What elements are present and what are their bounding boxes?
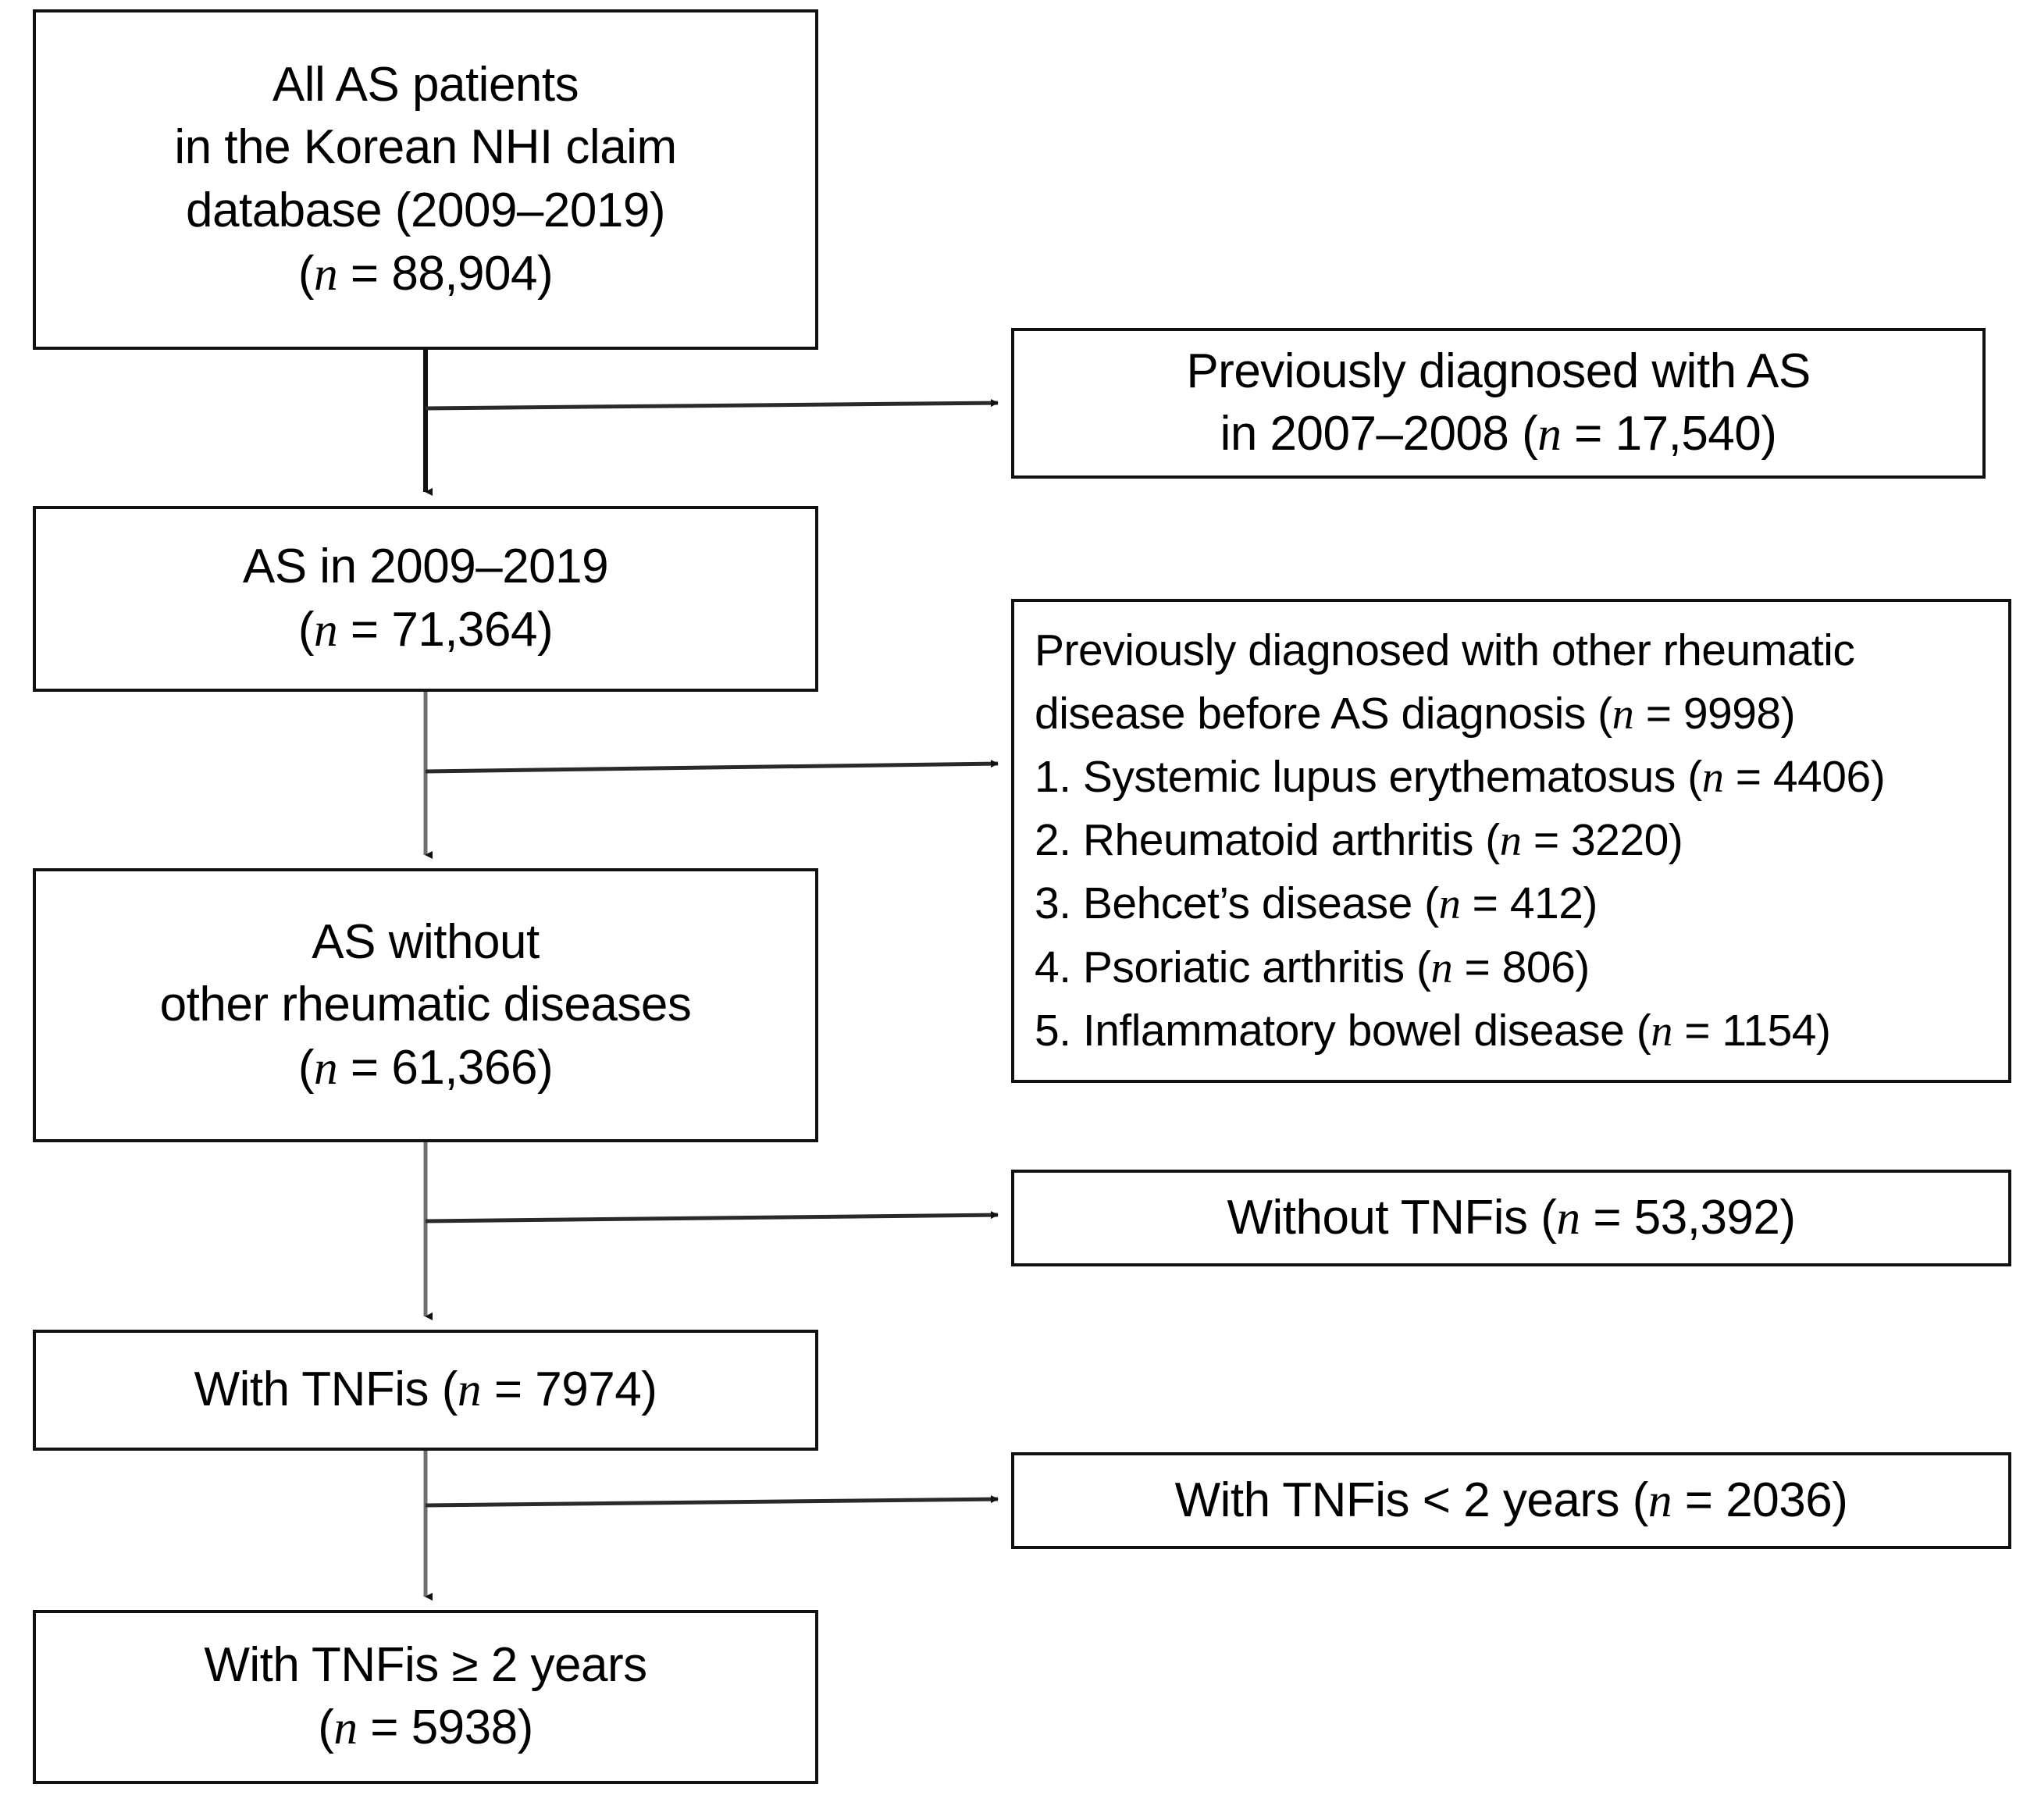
exclusion-previously-diagnosed-other-rheumatic-disease: Previously diagnosed with other rheumati… <box>1011 599 2011 1083</box>
node-count-line: (n = 88,904) <box>297 246 554 301</box>
node-count: 7974 <box>535 1362 642 1417</box>
n-symbol: n <box>457 1363 482 1417</box>
list-label: Rheumatoid arthritis <box>1082 815 1474 866</box>
exclusion-count-line: in 2007–2008 (n = 17,540) <box>1220 407 1777 461</box>
node-as-2009-2019: AS in 2009–2019 (n = 71,364) <box>33 506 818 692</box>
node-count-line: (n = 61,366) <box>297 1040 554 1095</box>
node-with-tnfis-ge-2-years: With TNFis ≥ 2 years (n = 5938) <box>33 1610 818 1784</box>
exclusion-count: 9998 <box>1683 689 1781 739</box>
node-line: With TNFis ≥ 2 years <box>204 1637 647 1692</box>
list-count: 412 <box>1509 878 1583 929</box>
node-line: AS without <box>312 914 540 969</box>
node-all-as-patients: All AS patients in the Korean NHI claim … <box>33 9 818 350</box>
node-line: AS in 2009–2019 <box>242 540 609 594</box>
exclusion-list-item: 4. Psoriatic arthritis (n = 806) <box>1035 942 1590 992</box>
list-index: 5. <box>1035 1005 1071 1056</box>
list-count: 806 <box>1501 942 1576 992</box>
exclusion-count-line: Without TNFis (n = 53,392) <box>1227 1190 1796 1245</box>
exclusion-count: 17,540 <box>1615 407 1761 461</box>
node-as-without-other-rheumatic-diseases: AS without other rheumatic diseases (n =… <box>33 868 818 1142</box>
n-symbol: n <box>1651 1006 1672 1056</box>
n-symbol: n <box>333 1701 358 1755</box>
node-count-line: With TNFis (n = 7974) <box>194 1362 657 1417</box>
n-symbol: n <box>1430 943 1453 992</box>
node-line: in the Korean NHI claim <box>174 120 677 175</box>
node-count: 88,904 <box>391 246 537 301</box>
node-line: database (2009–2019) <box>186 183 665 237</box>
node-count-line: (n = 5938) <box>318 1701 533 1755</box>
exclusion-header-line: Previously diagnosed with other rheumati… <box>1035 625 1855 676</box>
n-symbol: n <box>1647 1473 1672 1527</box>
exclusion-list-item: 2. Rheumatoid arthritis (n = 3220) <box>1035 815 1683 866</box>
node-count: 71,364 <box>391 602 537 657</box>
node-line: other rheumatic diseases <box>159 978 692 1032</box>
exclusion-count-line: With TNFis < 2 years (n = 2036) <box>1174 1473 1848 1527</box>
exclusion-count: 53,392 <box>1633 1190 1780 1245</box>
node-count: 5938 <box>411 1701 518 1755</box>
node-with-tnfis: With TNFis (n = 7974) <box>33 1330 818 1451</box>
node-count-line: (n = 71,364) <box>297 602 554 657</box>
n-symbol: n <box>1612 690 1634 739</box>
list-count: 3220 <box>1570 815 1669 866</box>
exclusion-header-line: disease before AS diagnosis (n = 9998) <box>1035 689 1796 739</box>
list-label: Behcet’s disease <box>1082 878 1412 929</box>
node-line: All AS patients <box>272 57 579 112</box>
n-symbol: n <box>314 1041 338 1095</box>
list-index: 4. <box>1035 942 1071 992</box>
exclusion-line: Previously diagnosed with AS <box>1186 344 1811 398</box>
n-symbol: n <box>314 247 338 301</box>
exclusion-list-item: 1. Systemic lupus erythematosus (n = 440… <box>1035 752 1886 803</box>
n-symbol: n <box>1499 817 1522 866</box>
n-symbol: n <box>1537 408 1562 461</box>
exclusion-list-item: 5. Inflammatory bowel disease (n = 1154) <box>1035 1005 1831 1056</box>
list-count: 1154 <box>1722 1005 1816 1056</box>
exclusion-count: 2036 <box>1726 1473 1833 1527</box>
exclusion-without-tnfis: Without TNFis (n = 53,392) <box>1011 1170 2011 1266</box>
n-symbol: n <box>314 603 338 657</box>
n-symbol: n <box>1701 753 1724 803</box>
list-label: Systemic lupus erythematosus <box>1082 752 1676 803</box>
connector-n2-to-exclusion-other-rheumatic <box>425 760 999 774</box>
list-count: 4406 <box>1772 752 1871 803</box>
connector-n4-to-exclusion-tnfis-lt-2y <box>425 1495 999 1508</box>
n-symbol: n <box>1438 880 1461 929</box>
exclusion-previously-diagnosed-with-as: Previously diagnosed with AS in 2007–200… <box>1011 328 1986 479</box>
connector-n3-to-exclusion-without-tnfis <box>425 1211 999 1223</box>
n-symbol: n <box>1556 1191 1580 1245</box>
list-index: 2. <box>1035 815 1071 866</box>
list-label: Inflammatory bowel disease <box>1082 1005 1625 1056</box>
list-index: 1. <box>1035 752 1071 803</box>
exclusion-list-item: 3. Behcet’s disease (n = 412) <box>1035 878 1598 929</box>
list-label: Psoriatic arthritis <box>1082 942 1405 992</box>
node-count: 61,366 <box>391 1040 537 1095</box>
connector-n1-to-exclusion-prev-as <box>425 399 999 411</box>
exclusion-with-tnfis-lt-2-years: With TNFis < 2 years (n = 2036) <box>1011 1452 2011 1549</box>
list-index: 3. <box>1035 878 1071 929</box>
